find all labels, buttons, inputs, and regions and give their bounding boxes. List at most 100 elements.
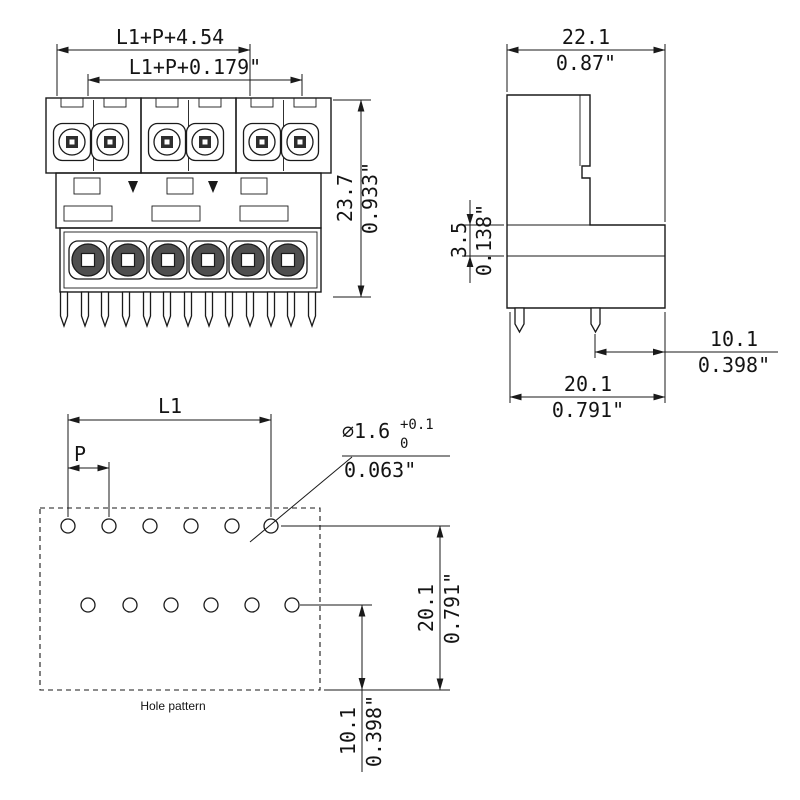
connector-front-drawing: [45, 97, 332, 327]
side-standoff-in-label: 0.138": [472, 204, 496, 276]
terminal: [242, 122, 282, 162]
pin: [590, 307, 601, 334]
hole: [203, 597, 219, 613]
side-base-mm-label: 20.1: [564, 372, 612, 396]
terminal: [90, 122, 130, 162]
arrowhead: [358, 678, 366, 690]
pin: [224, 291, 234, 327]
hole-dia-in-label: 0.063": [344, 458, 416, 482]
hole: [80, 597, 96, 613]
solder-pins: [59, 291, 317, 327]
release-lever-mark: [208, 181, 218, 193]
terminal: [68, 240, 108, 280]
latch: [166, 177, 194, 195]
connector-side-drawing: [506, 94, 666, 334]
dim-pitch: P: [67, 442, 110, 517]
module-notch: [293, 97, 317, 108]
arrowhead: [466, 256, 474, 267]
middle-housing: [55, 172, 322, 229]
front-height-mm-label: 23.7: [333, 174, 357, 222]
hole-dia-mm-label: ∅1.6: [342, 419, 390, 443]
pin: [59, 291, 69, 327]
side-depth-mm-label: 22.1: [562, 25, 610, 49]
module-notch: [60, 97, 84, 108]
pin: [100, 291, 110, 327]
dim-side-standoff: 3.5 0.138": [447, 200, 504, 283]
hole: [163, 597, 179, 613]
hole: [183, 518, 199, 534]
l1-label: L1: [158, 394, 182, 418]
pin: [121, 291, 131, 327]
side-view: 22.1 0.87" 3.5 0.138" 10.1 0.398": [447, 25, 778, 422]
pin: [162, 291, 172, 327]
hole-tol-upper-label: +0.1: [400, 417, 434, 433]
dim-row-offset: 10.1 0.398": [300, 604, 386, 772]
pin: [204, 291, 214, 327]
terminal: [147, 122, 187, 162]
dim-l1: L1: [67, 394, 272, 517]
mounting-tab: [63, 205, 113, 222]
dim-front-height: 23.7 0.933": [333, 99, 382, 298]
hole-tol-lower-label: 0: [400, 436, 408, 452]
terminal: [280, 122, 320, 162]
rows-in-label: 0.791": [440, 572, 464, 644]
front-height-in-label: 0.933": [358, 162, 382, 234]
terminal: [52, 122, 92, 162]
side-standoff-mm-label: 3.5: [447, 222, 471, 258]
hole: [224, 518, 240, 534]
arrowhead: [653, 348, 665, 356]
terminal: [228, 240, 268, 280]
terminal: [108, 240, 148, 280]
front-width-mm-label: L1+P+4.54: [116, 25, 224, 49]
side-profile-outline: [506, 94, 666, 309]
side-pin-to-edge-in-label: 0.398": [698, 353, 770, 377]
pin: [514, 307, 525, 334]
mounting-tab: [239, 205, 289, 222]
terminal: [268, 240, 308, 280]
offset-in-label: 0.398": [362, 695, 386, 767]
dim-side-depth: 22.1 0.87": [506, 25, 666, 222]
rows-mm-label: 20.1: [414, 584, 438, 632]
hole: [122, 597, 138, 613]
module-notch: [250, 97, 274, 108]
pin: [307, 291, 317, 327]
pin: [142, 291, 152, 327]
terminal: [148, 240, 188, 280]
pitch-label: P: [74, 442, 86, 466]
hole: [284, 597, 300, 613]
module-notch: [198, 97, 222, 108]
hole: [263, 518, 279, 534]
front-width-in-label: L1+P+0.179": [129, 55, 261, 79]
side-pin-to-edge-mm-label: 10.1: [710, 327, 758, 351]
pin: [266, 291, 276, 327]
hole: [60, 518, 76, 534]
hole-pattern-caption: Hole pattern: [140, 699, 205, 713]
hole: [142, 518, 158, 534]
side-base-in-label: 0.791": [552, 398, 624, 422]
dim-hole-rows: 20.1 0.791": [281, 525, 464, 691]
hole-diameter-callout: ∅1.6 +0.1 0 0.063": [249, 417, 450, 543]
module-notch: [155, 97, 179, 108]
dim-side-pin-to-edge: 10.1 0.398": [594, 312, 778, 403]
pin: [80, 291, 90, 327]
mounting-tab: [151, 205, 201, 222]
holes-bottom-row: [80, 597, 300, 613]
offset-mm-label: 10.1: [336, 707, 360, 755]
lower-housing-inner: [63, 231, 318, 289]
pin: [245, 291, 255, 327]
pin: [183, 291, 193, 327]
hole: [101, 518, 117, 534]
dim-front-width: L1+P+4.54 L1+P+0.179": [56, 25, 303, 96]
pin: [286, 291, 296, 327]
dim-side-base: 20.1 0.791": [509, 312, 666, 422]
side-depth-in-label: 0.87": [556, 51, 616, 75]
terminal: [188, 240, 228, 280]
arrowhead: [466, 214, 474, 225]
leader-line: [249, 456, 353, 543]
hole: [244, 597, 260, 613]
hole-pattern-outline: [39, 507, 321, 691]
release-lever-mark: [128, 181, 138, 193]
front-view: L1+P+4.54 L1+P+0.179" 23.7 0.933": [45, 25, 382, 327]
